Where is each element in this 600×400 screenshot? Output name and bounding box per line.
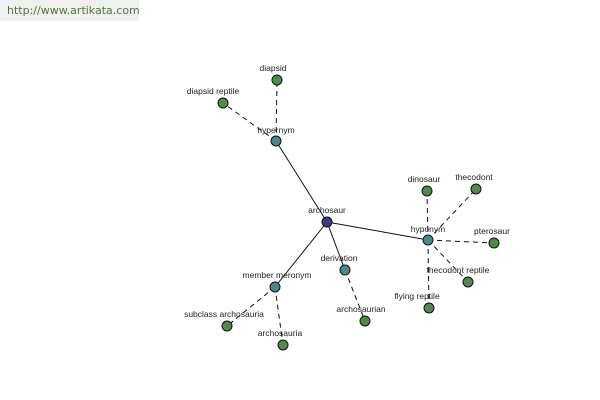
label-flying-reptile[interactable]: flying reptile	[394, 291, 440, 301]
edge-thecodont	[427, 188, 477, 241]
graph-nodes	[217, 74, 500, 351]
label-thecodont-reptile[interactable]: thecodont reptile	[427, 265, 490, 275]
source-url-banner[interactable]: http://www.artikata.com	[0, 0, 140, 21]
edge-hypernym	[275, 140, 328, 223]
label-dinosaur[interactable]: dinosaur	[408, 174, 441, 184]
node-archosaur[interactable]	[321, 216, 333, 228]
node-pterosaur[interactable]	[488, 237, 500, 249]
label-subclass-archosauria[interactable]: subclass archosauria	[184, 309, 264, 319]
edge-diapsid	[275, 79, 278, 142]
edge-derivation	[326, 221, 346, 271]
node-archosauria[interactable]	[277, 339, 289, 351]
node-thecodont[interactable]	[470, 183, 482, 195]
node-hypernym[interactable]	[270, 135, 282, 147]
label-thecodont[interactable]: thecodont	[455, 172, 493, 182]
edge-dinosaur	[426, 190, 429, 241]
graph-labels: archosaur hypernym hyponym derivation member…	[184, 63, 510, 338]
node-member-meronym[interactable]	[269, 281, 281, 293]
label-derivation[interactable]: derivation	[321, 253, 358, 263]
node-flying-reptile[interactable]	[423, 302, 435, 314]
node-thecodont-reptile[interactable]	[462, 276, 474, 288]
edge-thecodont-reptile	[427, 239, 469, 283]
edge-archosaurian	[344, 269, 366, 322]
node-subclass-archosauria[interactable]	[221, 320, 233, 332]
node-diapsid-reptile[interactable]	[217, 97, 229, 109]
node-dinosaur[interactable]	[421, 185, 433, 197]
edge-flying-reptile	[427, 239, 430, 309]
label-archosaur[interactable]: archosaur	[308, 205, 346, 215]
graph-edges	[222, 79, 495, 346]
label-archosauria[interactable]: archosauria	[258, 328, 303, 338]
label-pterosaur[interactable]: pterosaur	[474, 226, 510, 236]
edge-member-meronym	[274, 221, 328, 288]
edge-archosauria	[274, 286, 284, 346]
node-derivation[interactable]	[339, 264, 351, 276]
label-member-meronym[interactable]: member meronym	[243, 270, 312, 280]
node-hyponym[interactable]	[422, 234, 434, 246]
label-diapsid[interactable]: diapsid	[260, 63, 287, 73]
label-hyponym[interactable]: hyponym	[411, 224, 446, 234]
label-archosaurian[interactable]: archosaurian	[336, 304, 385, 314]
node-archosaurian[interactable]	[359, 315, 371, 327]
label-diapsid-reptile[interactable]: diapsid reptile	[187, 86, 240, 96]
edge-diapsid-reptile	[222, 102, 277, 142]
edge-subclass-archosauria	[226, 286, 276, 327]
node-diapsid[interactable]	[271, 74, 283, 86]
edge-pterosaur	[427, 239, 495, 244]
label-hypernym[interactable]: hypernym	[257, 125, 294, 135]
edge-hyponym	[326, 221, 429, 241]
